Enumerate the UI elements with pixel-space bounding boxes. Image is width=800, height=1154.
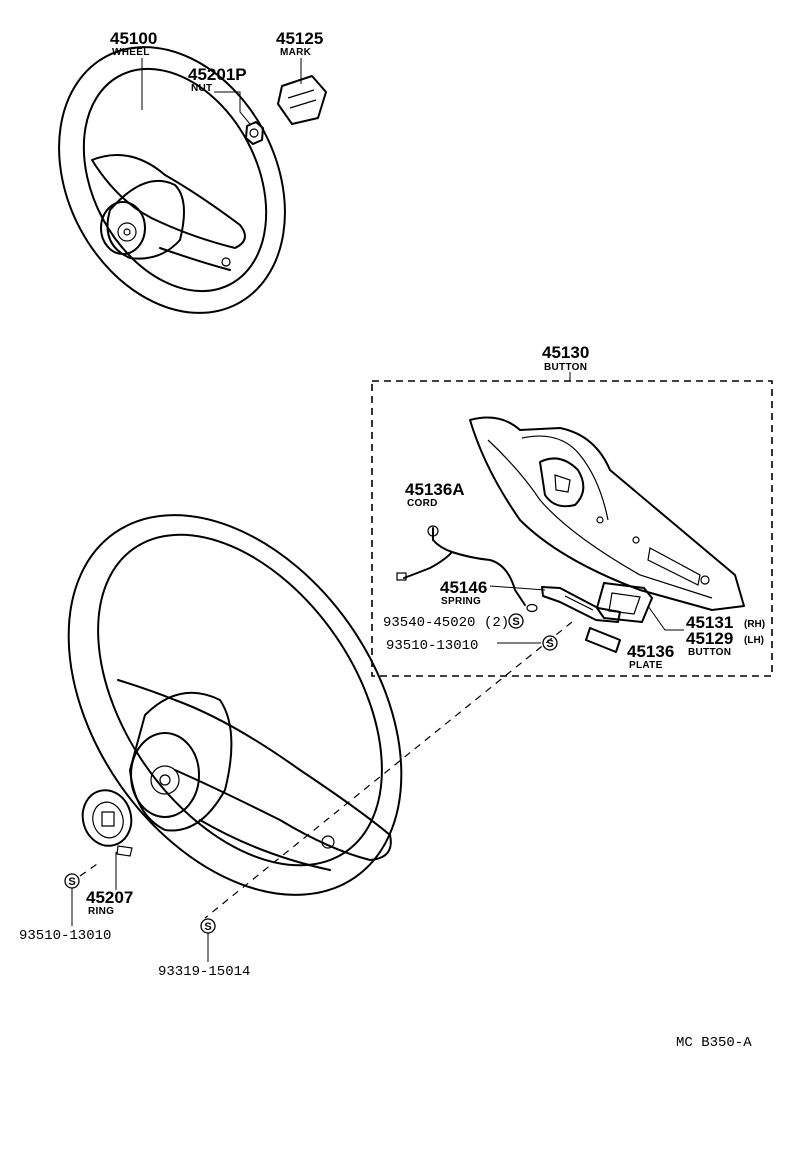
spring-number: 45146 (440, 578, 487, 597)
ring-number: 45207 (86, 888, 133, 907)
screw-3-code: 93510-13010 (19, 928, 111, 944)
svg-text:S: S (204, 921, 211, 933)
bottom-steering-wheel (67, 514, 403, 896)
std-part-symbol: S (200, 918, 216, 934)
nut-label: NUT (191, 83, 212, 94)
assembly-line (204, 621, 573, 919)
screw-1-code: 93540-45020 (383, 615, 475, 631)
mark-number: 45125 (276, 29, 323, 48)
catalog-reference: MC B350-A (676, 1035, 752, 1051)
spring-leader (489, 585, 546, 591)
button-assy-box (371, 380, 773, 677)
std-part-symbol: S (64, 873, 80, 889)
mark-label: MARK (280, 47, 312, 58)
button-label: BUTTON (688, 647, 731, 658)
button-part (596, 582, 653, 623)
wheel-number: 45100 (110, 29, 157, 48)
std-part-symbol: S (508, 613, 524, 629)
button-rh-number: 45131 (686, 613, 733, 632)
ring-label: RING (88, 906, 114, 917)
button-assy-label: BUTTON (544, 362, 587, 373)
wheel-label: WHEEL (112, 47, 150, 58)
button-lh-number: 45129 (686, 629, 733, 648)
svg-text:S: S (512, 616, 519, 628)
horn-pad-part (469, 416, 745, 611)
screw-2-code: 93510-13010 (386, 638, 478, 654)
button-rh-suffix: (RH) (744, 619, 765, 630)
svg-text:S: S (68, 876, 75, 888)
cord-number: 45136A (405, 480, 465, 499)
cord-part (396, 525, 538, 613)
mark-part (277, 75, 327, 125)
plate-number: 45136 (627, 642, 674, 661)
screw-4-code: 93319-15014 (158, 964, 250, 980)
button-assy-number: 45130 (542, 343, 589, 362)
plate-label: PLATE (629, 660, 663, 671)
plate-part (585, 627, 621, 653)
nut-number: 45201P (188, 65, 247, 84)
cord-label: CORD (407, 498, 438, 509)
std-part-symbol: S (542, 635, 558, 651)
top-steering-wheel (58, 46, 286, 314)
ring-part (81, 789, 133, 857)
screw-1-qty: (2) (484, 615, 509, 631)
button-lh-suffix: (LH) (744, 635, 764, 646)
spring-part (541, 586, 621, 623)
button-leader (647, 605, 684, 631)
nut-part (245, 121, 264, 145)
svg-text:S: S (546, 638, 553, 650)
spring-label: SPRING (441, 596, 481, 607)
screw-3-dash (79, 861, 101, 877)
nut-leader (214, 91, 251, 125)
